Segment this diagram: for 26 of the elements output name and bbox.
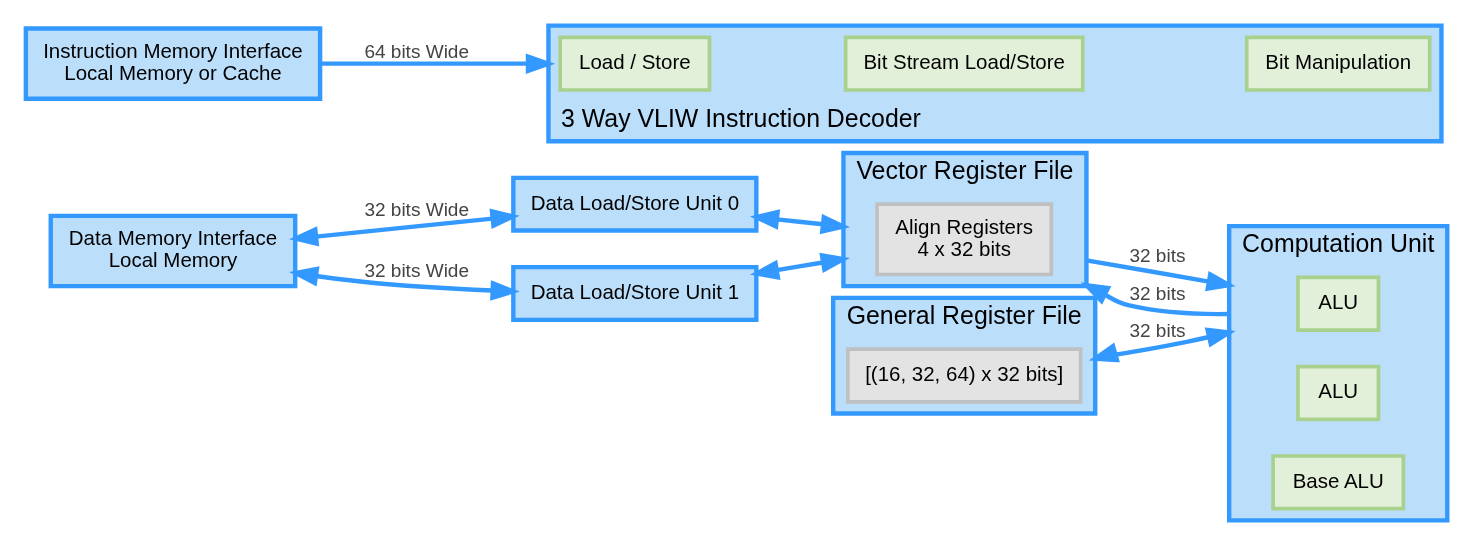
- edge-label: 32 bits Wide: [363, 259, 469, 281]
- node-box: Bit Manipulation: [1244, 35, 1432, 92]
- node-box: Align Registers 4 x 32 bits: [874, 202, 1053, 277]
- arrow: [749, 252, 850, 280]
- node-box: Base ALU: [1270, 454, 1405, 511]
- arrow: [749, 209, 850, 235]
- edge-label: 32 bits: [1128, 282, 1185, 304]
- node-box: ALU: [1295, 275, 1380, 332]
- node-box: Load / Store: [557, 35, 711, 92]
- node-box: Data Load/Store Unit 1: [510, 264, 759, 323]
- node-box: Data Load/Store Unit 0: [510, 175, 759, 233]
- arrow: [1080, 282, 1229, 317]
- arrow: [288, 266, 520, 301]
- node-box: Data Memory Interface Local Memory: [48, 213, 297, 289]
- edge-label: 32 bits: [1128, 244, 1185, 266]
- arrow: [1085, 258, 1236, 292]
- node-box: ALU: [1295, 364, 1380, 422]
- edge-label: 32 bits: [1128, 319, 1185, 341]
- arrow: [288, 208, 520, 247]
- arrow: [1088, 327, 1236, 363]
- edge-label: 64 bits Wide: [363, 41, 469, 63]
- arrow: [319, 53, 555, 74]
- node-box: Instruction Memory Interface Local Memory or Cache: [23, 26, 322, 101]
- edge-label: 32 bits Wide: [363, 199, 469, 221]
- node-box: Bit Stream Load/Store: [843, 35, 1085, 92]
- node-box: [(16, 32, 64) x 32 bits]: [845, 347, 1082, 404]
